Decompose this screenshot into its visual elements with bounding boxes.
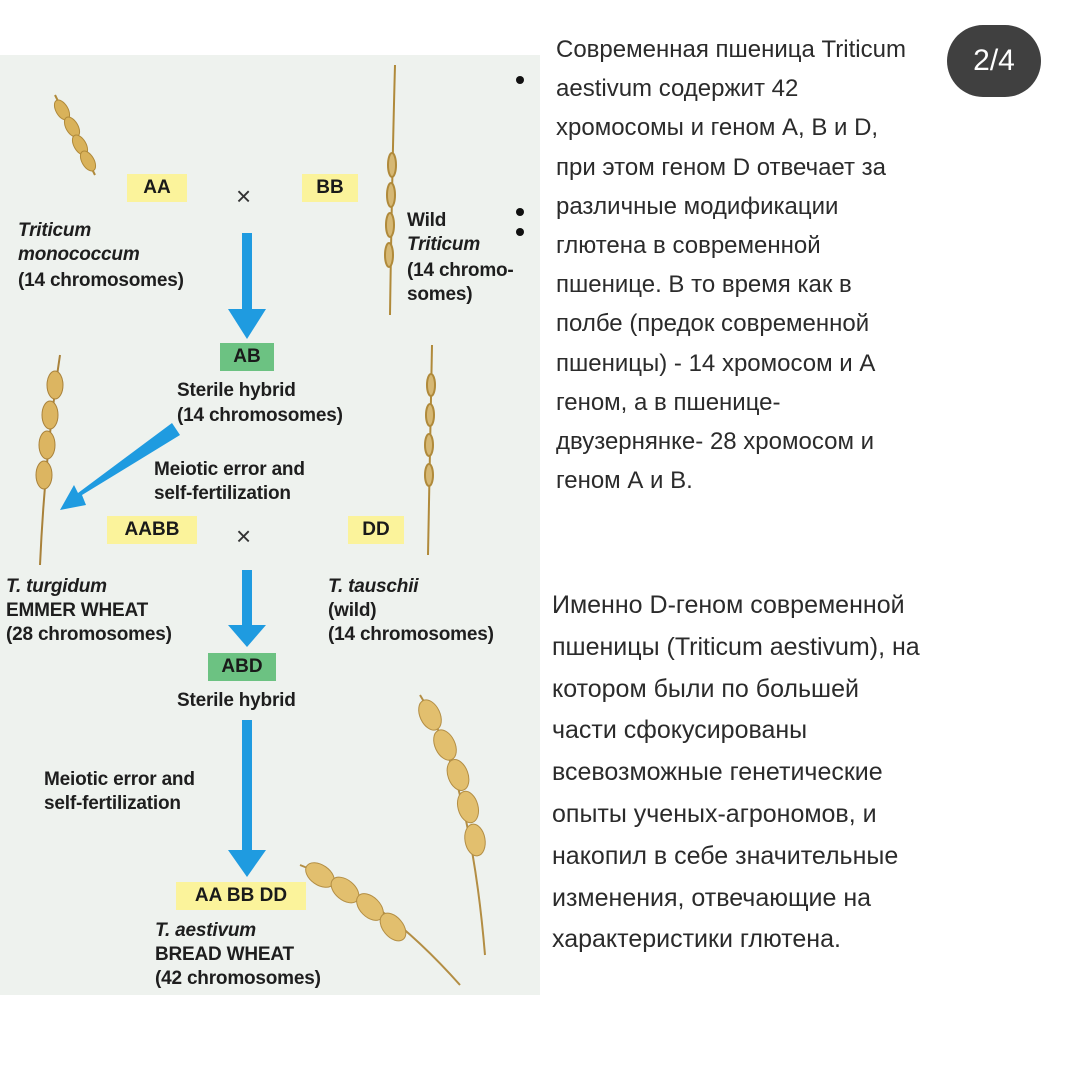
wheat-ear-monococcum	[53, 94, 97, 176]
genome-dd: DD	[348, 516, 404, 544]
label-turgidum-chromosomes: (28 chromosomes)	[6, 624, 172, 645]
label-turgidum-name: T. turgidum	[6, 576, 107, 597]
label-tauschii-wild: (wild)	[328, 600, 377, 621]
bullet-3	[516, 228, 524, 236]
cross-symbol-2: ×	[236, 521, 252, 551]
label-meiotic-error-1: Meiotic error and self-fertilization	[154, 459, 305, 504]
label-sterile-hybrid-1-chromosomes: (14 chromosomes)	[177, 405, 343, 426]
label-monococcum-name: Triticum monococcum	[18, 220, 140, 265]
description-paragraph-2: Именно D-геном современной пшеницы (Trit…	[552, 591, 920, 954]
genome-aabb: AABB	[107, 516, 197, 544]
label-aestivum-chromosomes: (42 chromosomes)	[155, 968, 321, 989]
label-wild-1: Wild	[407, 210, 447, 231]
description-paragraph-1: Современная пшеница Triticum aestivum со…	[556, 36, 906, 495]
bullet-1	[516, 76, 524, 84]
wheat-ear-tauschii	[424, 344, 436, 556]
bullet-2	[516, 208, 524, 216]
label-turgidum-common: EMMER WHEAT	[6, 600, 149, 621]
genome-ab: AB	[220, 343, 274, 371]
genome-aabbdd: AA BB DD	[176, 882, 306, 910]
arrows	[60, 233, 266, 877]
page-indicator: 2/4	[947, 25, 1041, 97]
genome-abd: ABD	[208, 653, 276, 681]
wheat-illustration	[35, 64, 486, 986]
wheat-ear-wild-triticum	[384, 64, 397, 316]
wheat-ear-bread	[299, 694, 486, 986]
genome-bb: BB	[302, 174, 358, 202]
label-aestivum-name: T. aestivum	[155, 920, 256, 941]
wheat-ear-emmer	[35, 354, 64, 566]
genome-aa: AA	[127, 174, 187, 202]
label-meiotic-error-2: Meiotic error and self-fertilization	[44, 769, 195, 814]
arrow-down-3	[228, 720, 266, 877]
wheat-evolution-diagram: AA BB × Triticum monococcum (14 chromoso…	[0, 55, 540, 995]
label-sterile-hybrid-1: Sterile hybrid	[177, 380, 296, 401]
label-aestivum-common: BREAD WHEAT	[155, 944, 294, 965]
arrow-down-1	[228, 233, 266, 339]
arrow-down-2	[228, 570, 266, 647]
label-wild-2: Triticum	[407, 234, 481, 255]
label-wild-chromosomes: (14 chromo- somes)	[407, 260, 514, 305]
arrow-diagonal	[60, 423, 180, 510]
label-tauschii-name: T. tauschii	[328, 576, 419, 597]
label-tauschii-chromosomes: (14 chromosomes)	[328, 624, 494, 645]
label-monococcum-chromosomes: (14 chromosomes)	[18, 270, 184, 291]
label-sterile-hybrid-2: Sterile hybrid	[177, 690, 296, 711]
cross-symbol-1: ×	[236, 181, 252, 211]
